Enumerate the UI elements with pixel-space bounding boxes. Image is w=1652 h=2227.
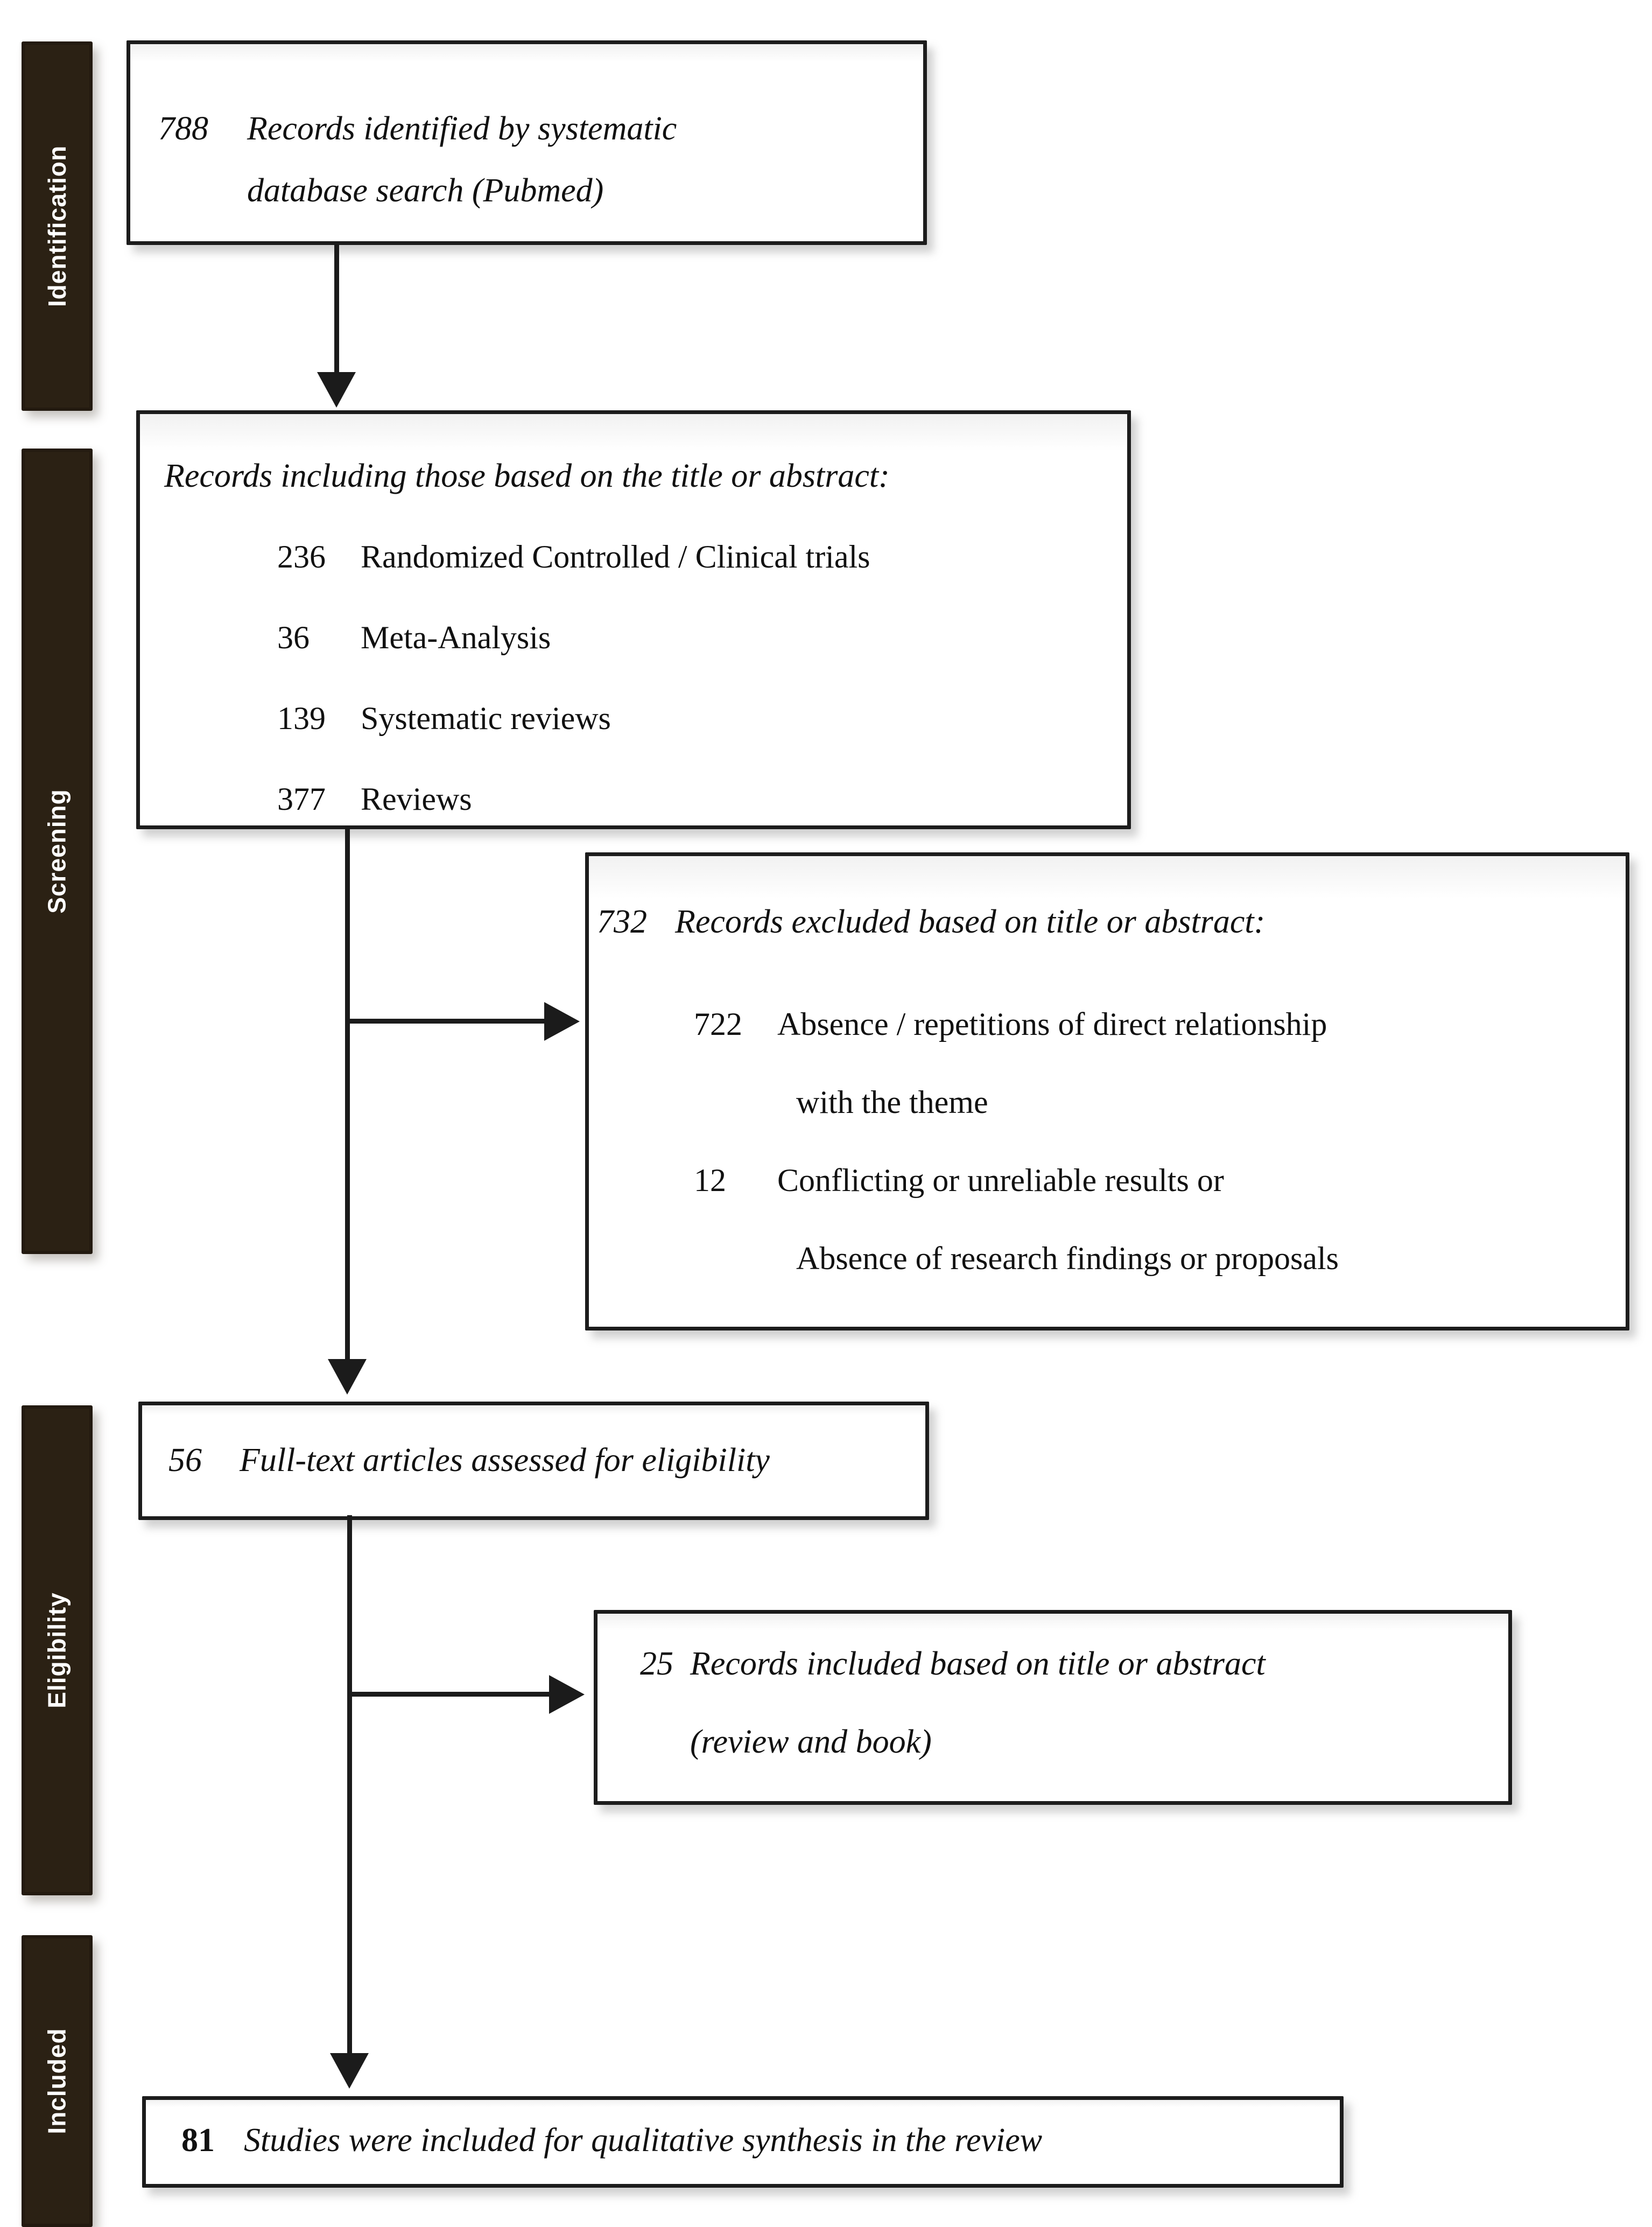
arrow-screened-to-fulltext-line [345,825,350,1360]
stage-label-identification: Identification [43,145,72,307]
arrow-identified-to-screened-line [334,243,339,373]
arrow-branch-to-abstract-included-head [549,1675,585,1714]
records-screened-header: Records including those based on the tit… [164,458,890,494]
stage-label-eligibility: Eligibility [43,1592,71,1708]
box-records-screened: Records including those based on the tit… [136,410,1131,829]
arrow-fulltext-to-final-head [330,2053,369,2089]
stage-bar-screening: Screening [22,449,93,1254]
arrow-fulltext-to-final-line [347,1515,352,2054]
arrow-identified-to-screened-head [317,372,356,408]
arrow-screened-to-fulltext-head [328,1359,367,1395]
abstract-included-count: 25 [640,1645,673,1682]
arrow-branch-to-excluded-line [345,1019,544,1024]
records-excluded-count: 732 [597,904,647,940]
arrow-branch-to-excluded-head [544,1002,580,1041]
stage-label-screening: Screening [43,789,72,914]
stage-label-included: Included [43,2028,71,2134]
records-identified-line2: database search (Pubmed) [247,172,604,209]
stage-bar-eligibility: Eligibility [22,1405,93,1895]
arrow-branch-to-abstract-included-line [347,1692,549,1697]
records-identified-count: 788 [158,110,208,147]
fulltext-assessed-count: 56 [168,1442,202,1479]
abstract-included-line2: (review and book) [690,1724,932,1760]
final-included-count: 81 [181,2122,215,2159]
stage-bar-included: Included [22,1935,93,2227]
stage-bar-identification: Identification [22,41,93,411]
